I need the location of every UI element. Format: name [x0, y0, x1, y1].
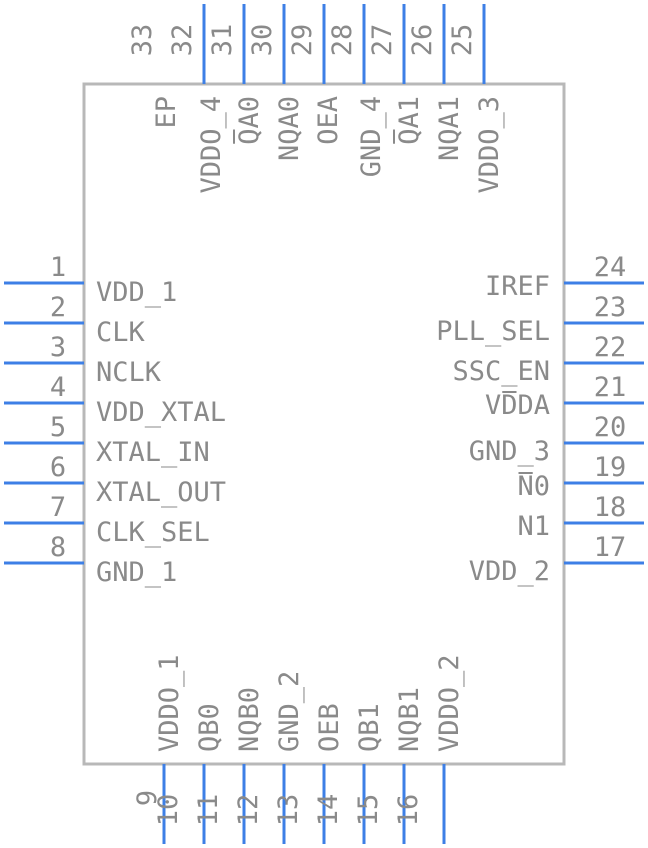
pin-label-vdd-xtal: VDD_XTAL: [96, 397, 226, 428]
pin-number-6: 6: [50, 452, 66, 483]
pin-number-23: 23: [594, 292, 627, 323]
pin-label-oea: OEA: [313, 96, 344, 145]
pin-label-nqb0: NQB0: [234, 687, 265, 752]
pin-number-28: 28: [327, 24, 358, 57]
pin-number-22: 22: [594, 332, 627, 363]
pin-number-2: 2: [50, 292, 66, 323]
pin-label-n0: N0: [517, 471, 550, 502]
pin-number-7: 7: [50, 492, 66, 523]
pin-number-32: 32: [167, 24, 198, 57]
pin-number-18: 18: [594, 492, 627, 523]
pin-label-oeb: OEB: [314, 703, 345, 752]
pin-number-30: 30: [247, 24, 278, 57]
pin-label-gnd-3: GND_3: [469, 436, 550, 467]
pin-label-nqa0: NQA0: [274, 96, 305, 161]
pin-number-14: 14: [313, 794, 344, 827]
pin-number-13: 13: [273, 794, 304, 827]
pin-number-3: 3: [50, 332, 66, 363]
pin-number-16: 16: [393, 794, 424, 827]
pin-number-4: 4: [50, 372, 66, 403]
pin-number-8: 8: [50, 532, 66, 563]
pin-label-clk-sel: CLK_SEL: [96, 517, 210, 548]
pin-number-17: 17: [594, 532, 627, 563]
pin-number-20: 20: [594, 412, 627, 443]
pin-label-qa0: QA0: [234, 96, 265, 145]
pin-label-gnd-4: GND_4: [356, 96, 387, 177]
pin-label-qb0: QB0: [194, 703, 225, 752]
pin-number-33: 33: [127, 24, 158, 57]
pin-label-vdda: VDDA: [485, 390, 550, 421]
pin-number-10: 10: [153, 794, 184, 827]
pin-label-qa1: QA1: [394, 96, 425, 145]
pin-number-5: 5: [50, 412, 66, 443]
pin-label-vdd-2: VDD_2: [469, 556, 550, 587]
pin-number-12: 12: [233, 794, 264, 827]
pin-label-vddo-3: VDDO_3: [474, 96, 505, 194]
pin-label-vddo-4: VDDO_4: [196, 96, 227, 194]
pin-label-clk: CLK: [96, 317, 146, 348]
pin-label-nqb1: NQB1: [394, 687, 425, 752]
pins-group: [4, 4, 644, 844]
pin-label-nclk: NCLK: [96, 357, 162, 388]
pin-number-31: 31: [207, 24, 238, 57]
pin-number-29: 29: [287, 24, 318, 57]
pin-number-21: 21: [594, 372, 627, 403]
pin-number-27: 27: [367, 24, 398, 57]
ic-body: [82, 82, 566, 766]
pin-label-gnd-2: GND_2: [274, 671, 305, 752]
pin-label-ssc-en: SSC_EN: [452, 356, 550, 387]
pin-number-11: 11: [193, 794, 224, 827]
pin-label-pll-sel: PLL_SEL: [436, 316, 550, 347]
pin-label-ep: EP: [151, 96, 182, 129]
pin-label-n1: N1: [517, 511, 550, 542]
pin-number-24: 24: [594, 252, 627, 283]
pin-number-26: 26: [407, 24, 438, 57]
pin-label-nqa1: NQA1: [434, 96, 465, 161]
pin-number-19: 19: [594, 452, 627, 483]
pin-label-iref: IREF: [485, 271, 550, 302]
pin-number-9: 9: [132, 790, 163, 806]
pin-number-25: 25: [447, 24, 478, 57]
pin-label-vddo-2: VDDO_2: [434, 654, 465, 752]
pin-label-vdd-1: VDD_1: [96, 277, 177, 308]
pin-label-xtal-in: XTAL_IN: [96, 437, 210, 468]
pin-label-gnd-1: GND_1: [96, 557, 177, 588]
pin-number-1: 1: [50, 252, 66, 283]
pin-label-qb1: QB1: [354, 703, 385, 752]
pin-number-15: 15: [353, 794, 384, 827]
pin-label-xtal-out: XTAL_OUT: [96, 477, 226, 508]
pin-label-vddo-1: VDDO_1: [154, 654, 185, 752]
